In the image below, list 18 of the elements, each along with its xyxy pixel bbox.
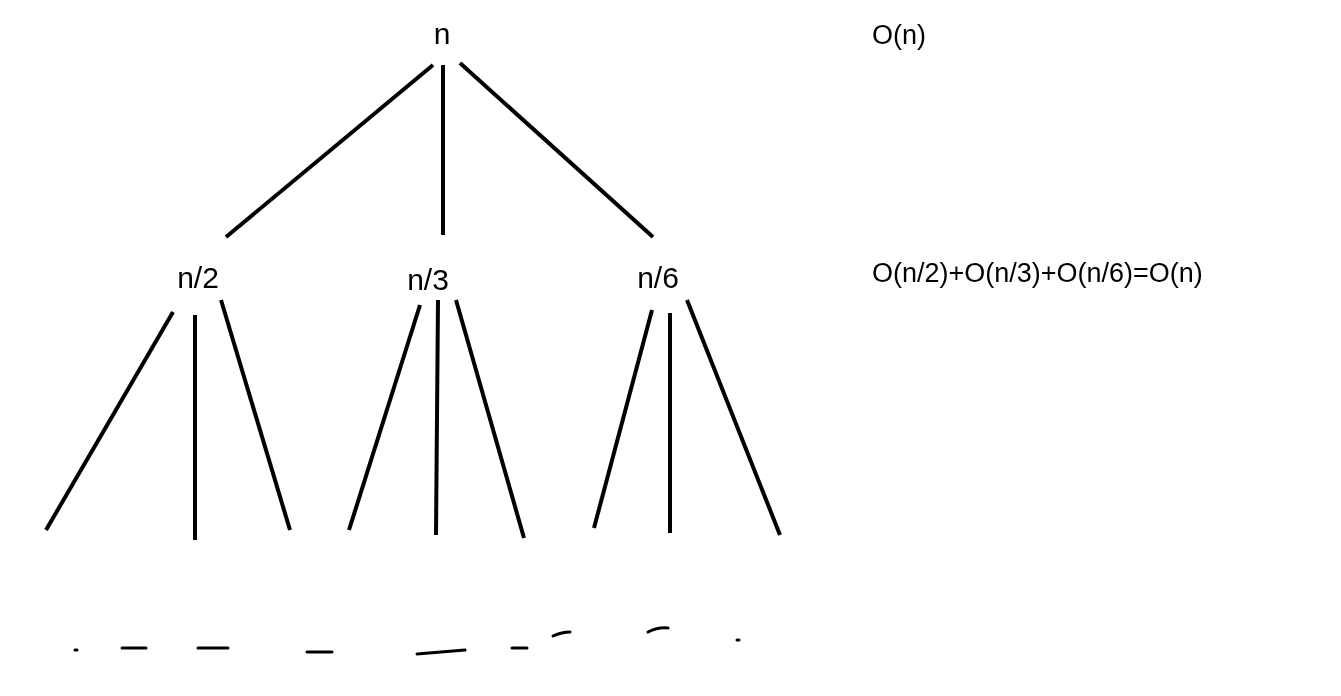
tree-branch-line — [668, 313, 672, 533]
tree-branch-line — [441, 65, 445, 235]
tree-branch-line — [219, 299, 292, 531]
tree-branch-line — [458, 61, 655, 239]
node-label: n/2 — [177, 263, 219, 293]
node-label: n — [433, 19, 451, 49]
tree-branch-line — [434, 299, 440, 536]
tree-branch-line — [685, 299, 782, 536]
tree-branch-line — [193, 315, 197, 540]
tree-branch-line — [592, 309, 654, 529]
tree-branch-line — [347, 304, 422, 531]
complexity-label: O(n/2)+O(n/3)+O(n/6)=O(n) — [872, 260, 1203, 287]
complexity-label: O(n) — [872, 22, 926, 49]
node-label: n/6 — [637, 263, 679, 293]
tree-branch-line — [454, 299, 526, 539]
tree-branch-line — [44, 311, 175, 531]
node-label: n/3 — [407, 265, 449, 295]
tree-branch-line — [224, 63, 435, 239]
